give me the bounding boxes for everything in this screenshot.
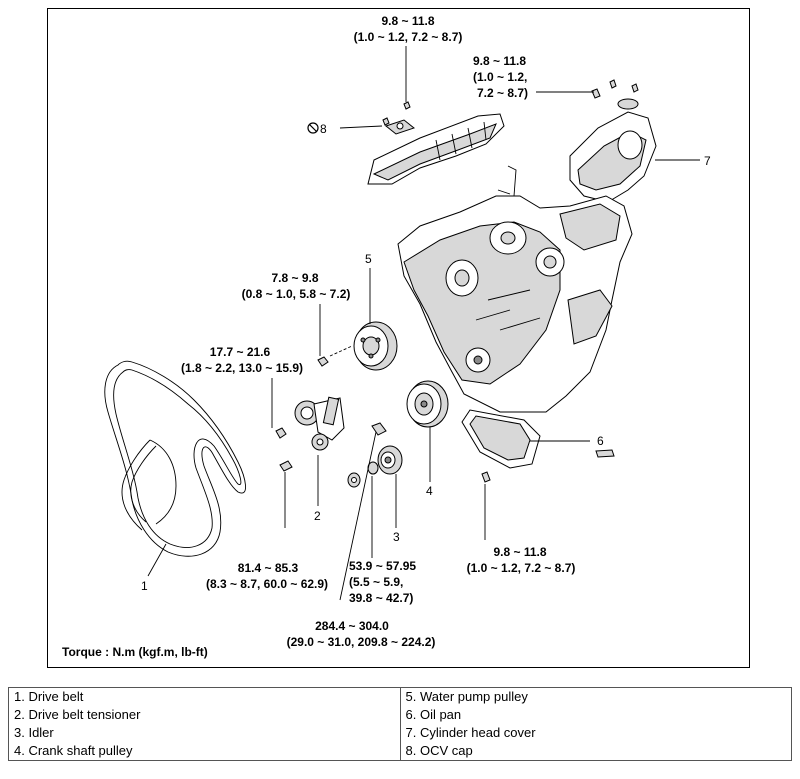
ocv-cap xyxy=(382,101,416,135)
legend-right-column: 5. Water pump pulley 6. Oil pan 7. Cylin… xyxy=(399,687,792,761)
torque-ocv-cap: 9.8 ~ 11.8 (1.0 ~ 1.2, 7.2 ~ 8.7) xyxy=(354,14,463,44)
torque-tensioner: 17.7 ~ 21.6 (1.8 ~ 2.2, 13.0 ~ 15.9) xyxy=(181,345,303,375)
component-legend: 1. Drive belt 2. Drive belt tensioner 3.… xyxy=(8,687,792,761)
water-pump-pulley xyxy=(317,321,398,371)
legend-item: 5. Water pump pulley xyxy=(405,689,528,704)
svg-text:(1.0 ~ 1.2,: (1.0 ~ 1.2, xyxy=(473,70,527,84)
svg-text:53.9 ~ 57.95: 53.9 ~ 57.95 xyxy=(349,559,416,573)
engine-block xyxy=(397,165,633,413)
torque-crank: 284.4 ~ 304.0 (29.0 ~ 31.0, 209.8 ~ 224.… xyxy=(287,619,436,649)
svg-text:(5.5 ~ 5.9,: (5.5 ~ 5.9, xyxy=(349,575,403,589)
exploded-engine-diagram: 8 7 5 6 4 2 3 1 9.8 ~ 11.8 (1.0 ~ 1.2, 7… xyxy=(62,14,711,659)
svg-text:7.8 ~ 9.8: 7.8 ~ 9.8 xyxy=(271,271,318,285)
legend-item: 2. Drive belt tensioner xyxy=(14,707,141,722)
legend-item: 7. Cylinder head cover xyxy=(405,725,536,740)
callout-6: 6 xyxy=(597,434,604,448)
svg-text:(0.8 ~ 1.0, 5.8 ~ 7.2): (0.8 ~ 1.0, 5.8 ~ 7.2) xyxy=(242,287,351,301)
svg-text:81.4 ~ 85.3: 81.4 ~ 85.3 xyxy=(238,561,299,575)
leader-lines xyxy=(147,46,700,601)
svg-text:39.8 ~ 42.7): 39.8 ~ 42.7) xyxy=(349,591,413,605)
svg-text:284.4 ~ 304.0: 284.4 ~ 304.0 xyxy=(315,619,389,633)
svg-text:(1.0 ~ 1.2, 7.2 ~ 8.7): (1.0 ~ 1.2, 7.2 ~ 8.7) xyxy=(354,30,463,44)
legend-item: 1. Drive belt xyxy=(14,689,84,704)
oil-pan xyxy=(461,409,615,483)
torque-unit-note: Torque : N.m (kgf.m, lb-ft) xyxy=(62,645,208,659)
legend-item: 8. OCV cap xyxy=(405,743,473,758)
drive-belt xyxy=(104,360,246,557)
callout-2: 2 xyxy=(314,509,321,523)
legend-item: 4. Crank shaft pulley xyxy=(14,743,133,758)
diagram-frame xyxy=(47,8,750,668)
callout-5: 5 xyxy=(365,252,372,266)
torque-tensioner-lower: 81.4 ~ 85.3 (8.3 ~ 8.7, 60.0 ~ 62.9) xyxy=(206,561,328,591)
torque-idler: 53.9 ~ 57.95 (5.5 ~ 5.9, 39.8 ~ 42.7) xyxy=(349,559,416,605)
do-not-reuse-icon xyxy=(307,122,319,134)
svg-text:9.8 ~ 11.8: 9.8 ~ 11.8 xyxy=(493,545,546,559)
torque-head-cover: 9.8 ~ 11.8 (1.0 ~ 1.2, 7.2 ~ 8.7) xyxy=(473,54,528,100)
svg-text:(1.0 ~ 1.2, 7.2 ~ 8.7): (1.0 ~ 1.2, 7.2 ~ 8.7) xyxy=(467,561,576,575)
left-head-cover xyxy=(367,113,505,185)
callout-7: 7 xyxy=(704,154,711,168)
drive-belt-tensioner xyxy=(275,396,345,472)
callout-8: 8 xyxy=(320,122,327,136)
crank-shaft-pulley xyxy=(406,380,449,428)
callout-4: 4 xyxy=(426,484,433,498)
callout-3: 3 xyxy=(393,530,400,544)
svg-text:(29.0 ~ 31.0, 209.8 ~ 224.2): (29.0 ~ 31.0, 209.8 ~ 224.2) xyxy=(287,635,436,649)
svg-text:(8.3 ~ 8.7, 60.0 ~ 62.9): (8.3 ~ 8.7, 60.0 ~ 62.9) xyxy=(206,577,328,591)
svg-text:7.2 ~ 8.7): 7.2 ~ 8.7) xyxy=(477,86,528,100)
torque-oil-pan: 9.8 ~ 11.8 (1.0 ~ 1.2, 7.2 ~ 8.7) xyxy=(467,545,576,575)
legend-item: 3. Idler xyxy=(14,725,54,740)
torque-water-pump: 7.8 ~ 9.8 (0.8 ~ 1.0, 5.8 ~ 7.2) xyxy=(242,271,351,301)
cylinder-head-cover xyxy=(569,79,657,203)
svg-text:(1.8 ~ 2.2, 13.0 ~ 15.9): (1.8 ~ 2.2, 13.0 ~ 15.9) xyxy=(181,361,303,375)
svg-text:9.8 ~ 11.8: 9.8 ~ 11.8 xyxy=(473,54,526,68)
idler xyxy=(347,422,403,488)
legend-left-column: 1. Drive belt 2. Drive belt tensioner 3.… xyxy=(8,687,401,761)
legend-item: 6. Oil pan xyxy=(405,707,462,722)
callout-1: 1 xyxy=(141,579,148,593)
svg-text:17.7 ~ 21.6: 17.7 ~ 21.6 xyxy=(210,345,271,359)
svg-text:9.8 ~ 11.8: 9.8 ~ 11.8 xyxy=(381,14,434,28)
